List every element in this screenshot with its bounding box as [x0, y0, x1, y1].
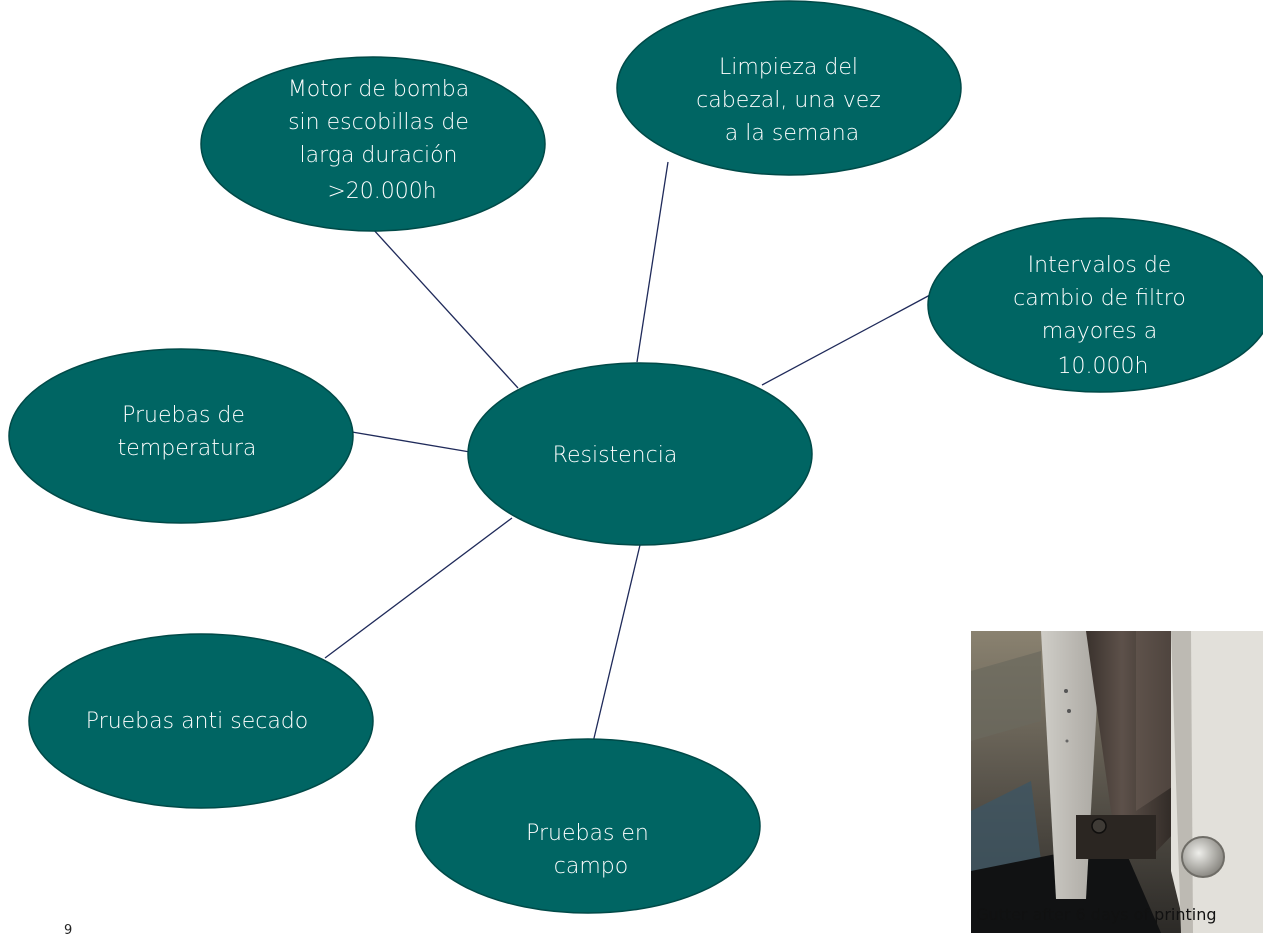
- node-limpieza-line: a la semana: [725, 121, 859, 146]
- node-resistencia: Resistencia: [467, 362, 813, 546]
- node-intervalos-line: Intervalos de: [1028, 253, 1172, 278]
- node-motor-line: larga duración: [300, 143, 458, 168]
- node-limpieza: Limpieza del cabezal, una vez a la seman…: [616, 0, 962, 176]
- node-secado: Pruebas anti secado: [28, 633, 374, 809]
- node-intervalos-line: 10.000h: [1058, 354, 1149, 379]
- svg-text:Limpieza del cabezal, un: Limpieza del cabezal, una vez a la seman…: [696, 55, 888, 146]
- page-number: 9: [64, 923, 73, 938]
- node-motor-line: Motor de bomba: [288, 77, 469, 102]
- node-resistencia-label: Resistencia: [553, 443, 678, 468]
- node-motor-line: sin escobillas de: [288, 110, 469, 135]
- node-temperatura-line: Pruebas de: [122, 403, 245, 428]
- photo-caption: Gutter after 6 days of printing: [976, 905, 1217, 924]
- svg-text:Pruebas de temperatura: Pruebas de temperatura: [118, 403, 257, 461]
- node-motor: Motor de bomba sin escobillas de larga d…: [200, 56, 546, 232]
- svg-text:Intervalos de cambio de: Intervalos de cambio de filtro mayores a…: [1013, 253, 1193, 379]
- connector-temperatura: [351, 431, 471, 453]
- connector-intervalos: [761, 294, 931, 386]
- node-secado-label: Pruebas anti secado: [86, 709, 308, 734]
- gutter-photo: [971, 631, 1263, 933]
- connector-campo: [589, 544, 641, 756]
- node-campo-line: Pruebas en: [526, 821, 649, 846]
- node-temperatura-line: temperatura: [118, 436, 257, 461]
- node-temperatura: Pruebas de temperatura: [8, 348, 354, 524]
- node-campo-line: campo: [554, 854, 628, 879]
- node-motor-line: >20.000h: [327, 179, 436, 204]
- svg-text:Pruebas en campo: Pruebas en campo: [526, 821, 656, 879]
- connector-secado: [324, 517, 513, 659]
- node-limpieza-line: cabezal, una vez: [696, 88, 881, 113]
- node-intervalos: Intervalos de cambio de filtro mayores a…: [927, 217, 1263, 393]
- connector-motor: [371, 227, 519, 389]
- node-intervalos-line: mayores a: [1042, 319, 1157, 344]
- connector-limpieza: [636, 161, 669, 363]
- gutter-photo-image: [971, 631, 1263, 933]
- node-intervalos-line: cambio de filtro: [1013, 286, 1186, 311]
- svg-text:Motor de bomba sin escob: Motor de bomba sin escobillas de larga d…: [288, 77, 476, 204]
- node-campo: Pruebas en campo: [415, 738, 761, 914]
- node-limpieza-line: Limpieza del: [719, 55, 858, 80]
